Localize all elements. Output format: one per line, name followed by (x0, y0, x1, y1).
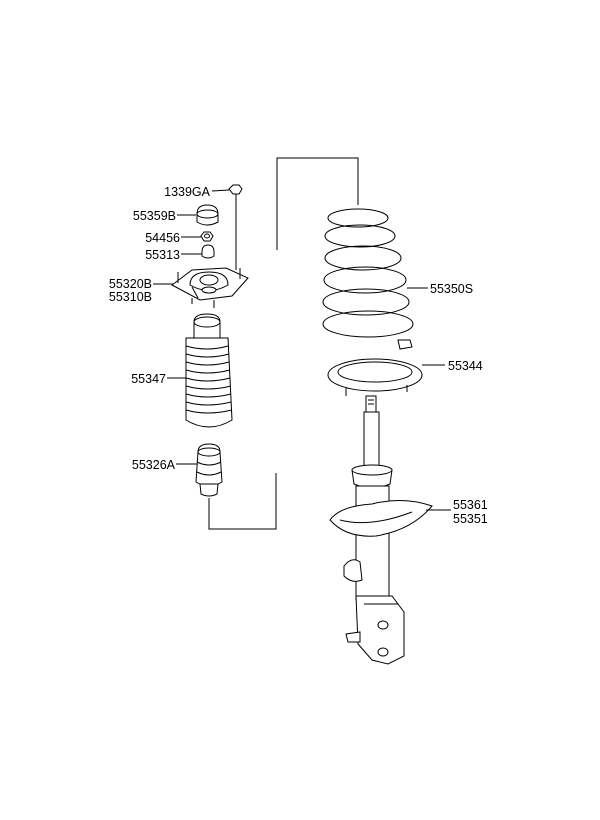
label-55310b: 55310B (109, 290, 152, 304)
spring-pad-55344 (327, 358, 423, 396)
label-55344: 55344 (448, 359, 483, 373)
group-bracket-bottom (208, 473, 277, 530)
dust-boot-55347 (185, 313, 233, 428)
strut-55361 (329, 395, 433, 665)
label-55350s: 55350S (430, 282, 473, 296)
nut-1339ga (228, 184, 243, 270)
label-55361: 55361 (453, 498, 488, 512)
label-1339ga: 1339GA (164, 185, 211, 199)
label-55326a: 55326A (132, 458, 176, 472)
washer-55313 (201, 244, 215, 259)
strut-mount-55320b (171, 267, 249, 308)
label-54456: 54456 (145, 231, 180, 245)
leader-lines (153, 189, 451, 511)
coil-spring-55350s (322, 208, 414, 350)
group-bracket-top (276, 157, 359, 250)
label-55359b: 55359B (133, 209, 176, 223)
bump-stopper-55326a (195, 443, 223, 497)
label-55347: 55347 (131, 372, 166, 386)
label-55351: 55351 (453, 512, 488, 526)
nut-54456 (200, 231, 214, 242)
label-55313: 55313 (145, 248, 180, 262)
cap-55359b (196, 204, 219, 226)
label-55320b: 55320B (109, 277, 152, 291)
